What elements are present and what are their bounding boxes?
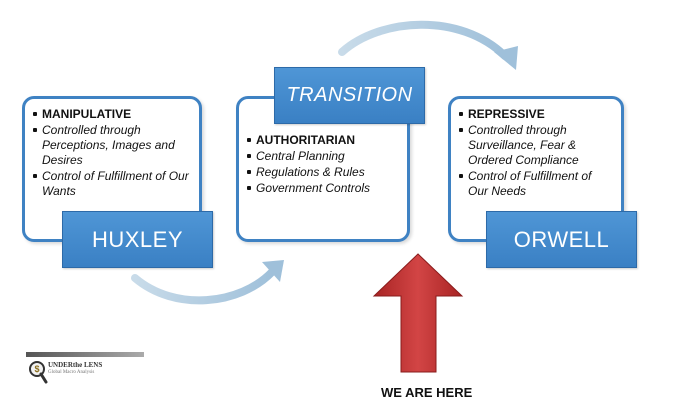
magnifier-dollar-icon: $ (29, 361, 48, 384)
transition-label-box: TRANSITION (274, 67, 425, 124)
huxley-item: Control of Fulfillment of Our Wants (33, 169, 191, 199)
arrowhead-bottom (262, 260, 284, 282)
transition-label: TRANSITION (286, 84, 413, 106)
orwell-label-box: ORWELL (486, 211, 637, 268)
huxley-item-heading: MANIPULATIVE (33, 107, 191, 122)
svg-text:$: $ (34, 364, 39, 374)
orwell-label: ORWELL (513, 226, 610, 252)
arrowhead-top (494, 46, 518, 70)
orwell-item-heading: REPRESSIVE (459, 107, 613, 122)
logo-subtitle: Global Macro Analysis (48, 370, 95, 375)
huxley-item: Controlled through Perceptions, Images a… (33, 123, 191, 168)
huxley-label-box: HUXLEY (62, 211, 213, 268)
transition-item: Regulations & Rules (247, 165, 399, 180)
huxley-label: HUXLEY (91, 226, 184, 252)
transition-item: Government Controls (247, 181, 399, 196)
logo-title: UNDERthe LENS (48, 361, 103, 369)
orwell-list: REPRESSIVE Controlled through Surveillan… (459, 107, 613, 199)
transition-list: AUTHORITARIAN Central Planning Regulatio… (247, 133, 399, 196)
orwell-item: Controlled through Surveillance, Fear & … (459, 123, 613, 168)
transition-item-heading: AUTHORITARIAN (247, 133, 399, 148)
curved-arrow-transition-to-orwell (338, 20, 509, 60)
huxley-list: MANIPULATIVE Controlled through Percepti… (33, 107, 191, 199)
we-are-here-label: WE ARE HERE (381, 385, 473, 400)
under-the-lens-logo: $ UNDERthe LENS Global Macro Analysis (26, 352, 144, 392)
logo-bar (26, 352, 144, 357)
curved-arrow-huxley-to-transition (131, 268, 276, 305)
red-up-arrow-icon (372, 253, 464, 373)
transition-item: Central Planning (247, 149, 399, 164)
orwell-item: Control of Fulfillment of Our Needs (459, 169, 613, 199)
